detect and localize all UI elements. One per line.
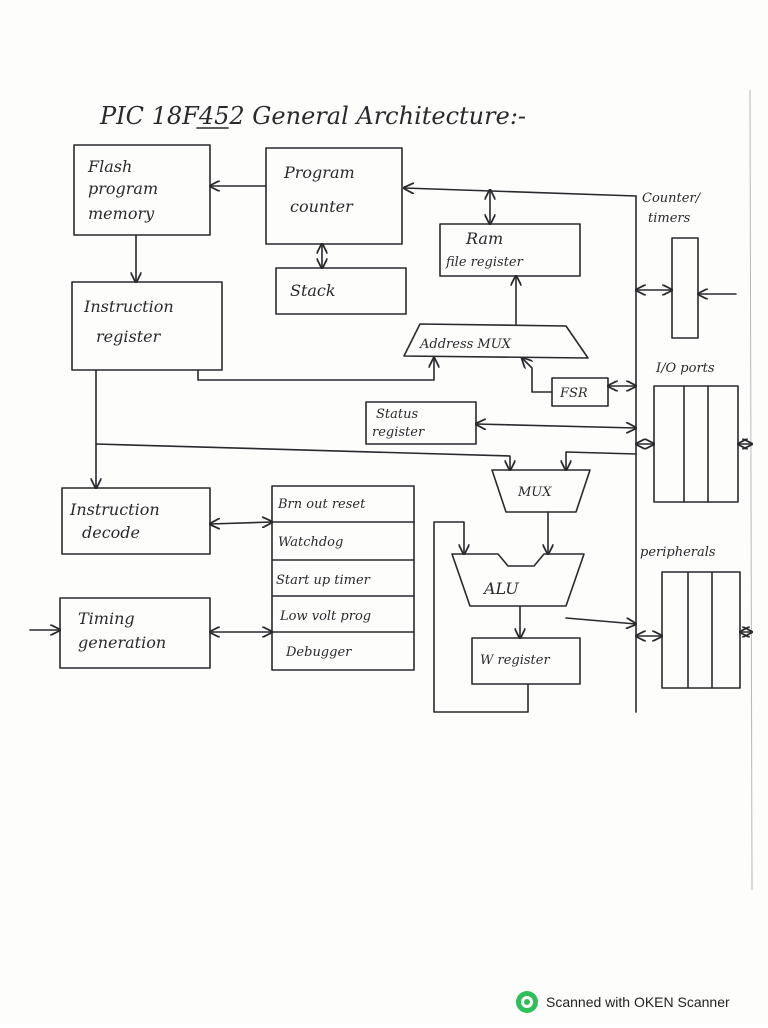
w-register-label: W register bbox=[480, 653, 550, 668]
w-register-block: W register bbox=[471, 637, 581, 685]
decode-label-line2: decode bbox=[82, 523, 140, 542]
peripherals-block bbox=[661, 571, 741, 689]
status-register-block: Status register bbox=[365, 401, 477, 445]
instruction-decode-block: Instruction decode bbox=[61, 487, 211, 555]
alu-block: ALU bbox=[451, 553, 585, 607]
status-label-line1: Status bbox=[376, 407, 418, 422]
w-feedback-arrow bbox=[433, 521, 529, 713]
bus-to-pc-arrow bbox=[404, 188, 637, 197]
address-mux-label: Address MUX bbox=[419, 337, 512, 352]
misc-watchdog: Watchdog bbox=[278, 535, 343, 550]
pc-label-line2: counter bbox=[290, 197, 354, 216]
scanner-watermark-text: Scanned with OKEN Scanner bbox=[546, 994, 730, 1010]
ir-to-addrmux-arrow bbox=[197, 358, 434, 381]
flash-label-line1: Flash bbox=[87, 157, 132, 176]
scanner-logo-icon bbox=[516, 991, 538, 1013]
pc-label-line1: Program bbox=[283, 163, 355, 182]
timing-generation-block: Timing generation bbox=[59, 597, 211, 669]
decode-label-line1: Instruction bbox=[69, 500, 160, 519]
io-ports-label: I/O ports bbox=[655, 361, 715, 376]
flash-label-line3: memory bbox=[88, 204, 155, 223]
mux-label: MUX bbox=[517, 485, 552, 500]
program-counter-block: Program counter bbox=[265, 147, 403, 245]
alu-to-bus-arrow bbox=[565, 617, 636, 624]
misc-startup-timer: Start up timer bbox=[276, 573, 371, 588]
instruction-register-block: Instruction register bbox=[71, 281, 223, 371]
counters-label-line2: timers bbox=[648, 211, 691, 226]
flash-memory-block: Flash program memory bbox=[73, 144, 211, 236]
address-mux-block: Address MUX bbox=[403, 323, 589, 359]
alu-label: ALU bbox=[482, 579, 519, 598]
mux-block: MUX bbox=[491, 469, 591, 513]
counters-label-line1: Counter/ bbox=[642, 191, 702, 206]
misc-low-volt-prog: Low volt prog bbox=[279, 609, 371, 624]
fsr-label: FSR bbox=[559, 386, 588, 401]
status-bus-arrow bbox=[476, 424, 636, 428]
peripherals-label: peripherals bbox=[640, 545, 716, 560]
ir-label-line1: Instruction bbox=[83, 297, 174, 316]
status-label-line2: register bbox=[372, 425, 425, 440]
misc-functions-block: Brn out reset Watchdog Start up timer Lo… bbox=[271, 485, 415, 671]
connectors bbox=[29, 186, 752, 713]
counter-timer-block bbox=[671, 237, 699, 339]
io-ports-block bbox=[653, 385, 739, 503]
misc-brownout: Brn out reset bbox=[277, 497, 366, 512]
ram-label-line1: Ram bbox=[465, 229, 503, 248]
bus-to-mux-arrow bbox=[566, 451, 637, 470]
diagram-title: PIC 18F452 General Architecture:- bbox=[99, 102, 526, 130]
timing-label-line1: Timing bbox=[78, 609, 135, 628]
page-margin-line bbox=[749, 89, 753, 891]
stack-block: Stack bbox=[275, 267, 407, 315]
ram-label-line2: file register bbox=[445, 255, 524, 270]
timing-label-line2: generation bbox=[78, 633, 166, 652]
fsr-block: FSR bbox=[551, 377, 609, 407]
flash-label-line2: program bbox=[88, 179, 158, 198]
stack-label: Stack bbox=[290, 281, 336, 300]
decode-misc-arrow bbox=[210, 522, 272, 524]
scanner-watermark: Scanned with OKEN Scanner bbox=[516, 990, 730, 1014]
misc-debugger: Debugger bbox=[285, 645, 352, 660]
ir-to-mux-arrow bbox=[95, 443, 510, 470]
ir-label-line2: register bbox=[96, 327, 162, 346]
ram-file-register-block: Ram file register bbox=[439, 223, 581, 277]
fsr-to-addrmux-arrow bbox=[522, 358, 553, 393]
